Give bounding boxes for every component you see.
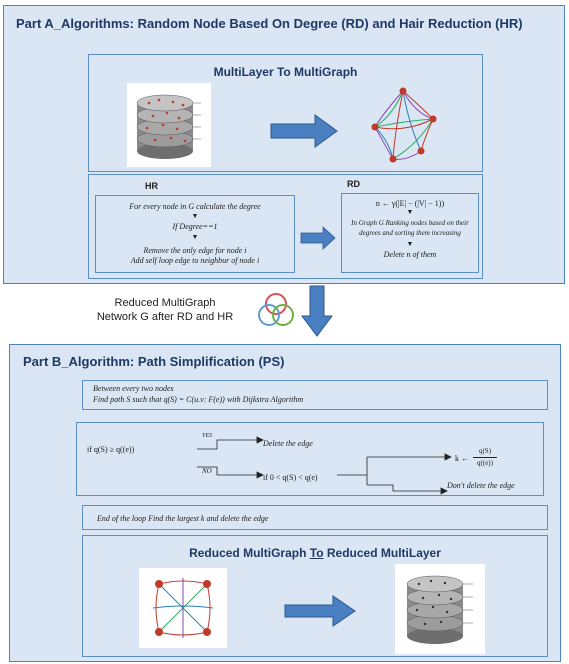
end-loop-box: End of the loop Find the largest k and d… (82, 505, 548, 530)
down-arrow (301, 285, 333, 337)
rd-arrow-1: ▼ (406, 209, 414, 216)
path-search-line-2: Find path S such that q(S) = C(u.v: F(e)… (93, 395, 304, 404)
k-denominator: q((e)) (477, 459, 493, 467)
dont-delete-text: Don't delete the edge (447, 481, 515, 490)
k-numerator: q(S) (478, 447, 492, 455)
reduced-box-title: Reduced MultiGraph To Reduced MultiLayer (83, 546, 547, 560)
reduced-box: Reduced MultiGraph To Reduced MultiLayer (82, 535, 548, 657)
k-fraction-bar (473, 457, 497, 458)
reduced-multilayer-image (395, 564, 485, 654)
rd-inner-box: n ← γ(|E| − (|V| − 1)) ▼ In Graph G Rank… (341, 193, 479, 273)
hr-arrow-1: ▼ (191, 213, 199, 220)
rd-line-1: In Graph G Ranking nodes based on their (351, 219, 469, 227)
multilayer-box-title: MultiLayer To MultiGraph (213, 65, 358, 79)
path-search-box: Between every two nodes Find path S such… (82, 380, 548, 410)
end-loop-text: End of the loop Find the largest k and d… (97, 514, 269, 523)
condition-1: if q(S) ≥ q((e)) (87, 445, 135, 454)
venn-icon (258, 293, 294, 326)
multilayer-to-multigraph-box: MultiLayer To MultiGraph (88, 54, 483, 172)
condition-2: if 0 < q(S) < q(e) (263, 473, 318, 482)
hr-line-2: If Degree==1 (172, 222, 218, 231)
decision-arrows (197, 436, 452, 495)
rd-arrow-2: ▼ (406, 241, 414, 248)
reduced-multigraph-image (139, 568, 227, 648)
hr-rd-box: HR RD For every node in G calculate the … (88, 174, 483, 279)
multilayer-to-graph-arrow (270, 114, 338, 148)
hr-line-1: For every node in G calculate the degree (129, 202, 261, 211)
part-a-title: Part A_Algorithms: Random Node Based On … (16, 16, 523, 31)
rd-line-3: Delete n of them (383, 250, 437, 259)
hr-arrow-2: ▼ (191, 234, 199, 241)
k-label: k ← (455, 454, 469, 463)
part-a-panel: Part A_Algorithms: Random Node Based On … (3, 5, 565, 284)
hr-label: HR (145, 181, 158, 191)
caption-line-2: Network G after RD and HR (96, 311, 234, 323)
hr-inner-box: For every node in G calculate the degree… (95, 195, 295, 273)
multilayer-stack-image (127, 83, 211, 167)
reduced-title-to: To (309, 546, 324, 560)
hr-line-4: Add self loop edge to neighbur of node i (130, 256, 260, 265)
rd-line-2: degrees and sorting them increasing (359, 229, 461, 237)
yes-label: YES (202, 433, 213, 439)
no-label: NO (202, 467, 212, 475)
hr-to-rd-arrow (300, 226, 336, 250)
decision-box: if q(S) ≥ q((e)) YES NO Delete the edge … (76, 422, 544, 496)
rd-label: RD (347, 179, 360, 189)
rd-formula: n ← γ(|E| − (|V| − 1)) (375, 199, 445, 208)
reduced-title-b: Reduced MultiLayer (323, 546, 441, 560)
reduced-title-a: Reduced MultiGraph (189, 546, 310, 560)
caption-line-1: Reduced MultiGraph (114, 297, 216, 309)
graph-to-multilayer-arrow (284, 595, 356, 627)
part-b-title: Part B_Algorithm: Path Simplification (P… (23, 354, 285, 369)
path-search-line-1: Between every two nodes (93, 384, 174, 393)
reduced-multigraph-caption: Reduced MultiGraph Network G after RD an… (80, 296, 250, 324)
hr-line-3: Remove the only edge for node i (143, 246, 247, 255)
delete-edge-text: Delete the edge (263, 439, 313, 448)
multigraph-image (371, 87, 437, 163)
part-b-panel: Part B_Algorithm: Path Simplification (P… (9, 344, 561, 662)
